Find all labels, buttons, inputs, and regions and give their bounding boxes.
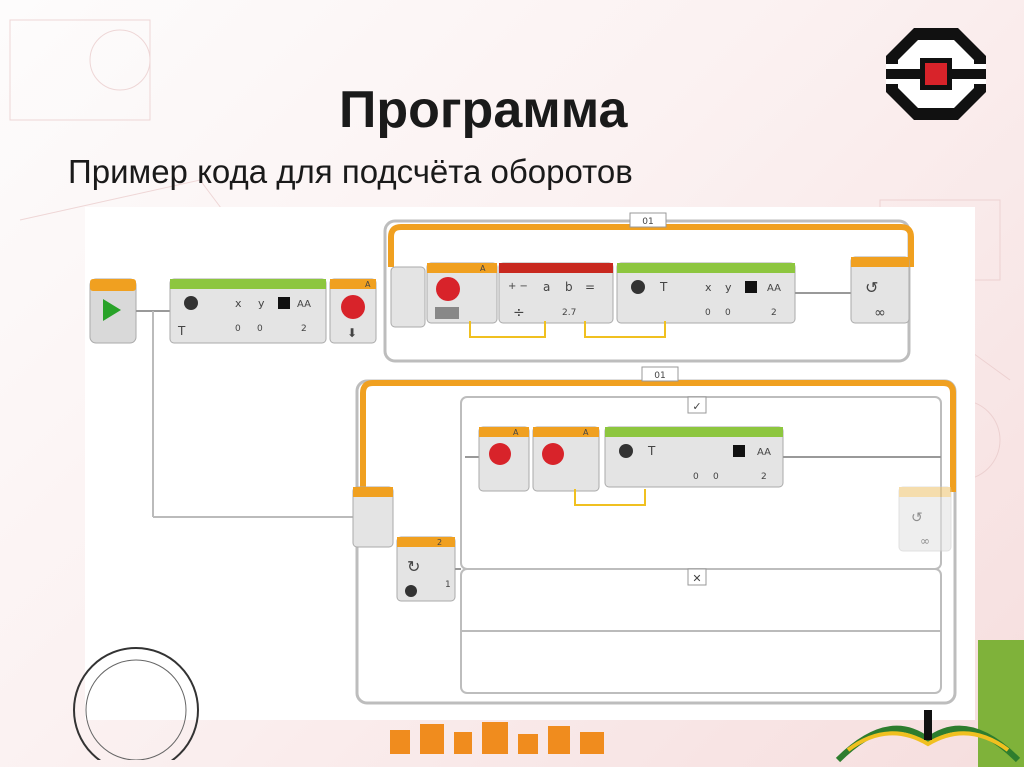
- display-1-mode: T: [177, 324, 186, 338]
- display-1-size-value: 2: [301, 324, 307, 334]
- motor-reset-block[interactable]: A ⬇: [329, 278, 377, 344]
- rotation-2-port: A: [583, 428, 589, 437]
- slide-subtitle: Пример кода для подсчёта оборотов: [68, 153, 633, 190]
- school-seal-icon: [73, 647, 199, 760]
- svg-text:↺: ↺: [911, 510, 923, 526]
- bottom-loop-label: 01: [654, 371, 665, 381]
- display-block-1[interactable]: T x y AA 0 0 2: [169, 278, 327, 344]
- svg-text:÷: ÷: [513, 305, 525, 321]
- display-block-3[interactable]: T AA 0 0 2: [604, 426, 784, 488]
- display-2-mode: T: [659, 280, 668, 294]
- display-1-y-value: 0: [257, 324, 263, 334]
- display-3-font: AA: [757, 447, 771, 458]
- motor-reset-block-2[interactable]: A: [478, 426, 530, 492]
- top-loop-end[interactable]: ↺ ∞: [850, 256, 910, 324]
- display-1-x-value: 0: [235, 324, 241, 334]
- ev3-program-diagram: 01 T x y AA 0 0 2 A: [85, 207, 975, 720]
- rotation-port: A: [480, 264, 486, 273]
- top-loop-label: 01: [642, 217, 653, 227]
- false-case-icon: ✕: [692, 572, 701, 585]
- math-a: a: [543, 280, 550, 294]
- bottom-loop-end[interactable]: ↺ ∞: [898, 486, 952, 552]
- svg-text:↻: ↻: [407, 557, 420, 576]
- top-loop-infinite: ∞: [874, 305, 886, 321]
- play-icon: [103, 299, 121, 321]
- display-2-y: y: [725, 281, 732, 294]
- motor-rotation-block[interactable]: A: [426, 262, 498, 324]
- math-block[interactable]: + − a b = 2.7 ÷: [498, 262, 614, 324]
- math-b: b: [565, 280, 573, 294]
- slide-title: Программа: [339, 80, 628, 139]
- display-2-y-value: 0: [725, 308, 731, 318]
- math-b-value: 2.7: [562, 308, 576, 318]
- reset-2-port: A: [513, 428, 519, 437]
- display-2-font: AA: [767, 283, 781, 294]
- svg-text:+ −: + −: [508, 281, 528, 292]
- footer-decoration: [390, 722, 604, 754]
- display-1-font: AA: [297, 299, 311, 310]
- display-2-size-value: 2: [771, 308, 777, 318]
- switch-case-false[interactable]: ✕: [460, 568, 942, 694]
- robot-logo-icon: [886, 28, 986, 120]
- display-1-y: y: [258, 297, 265, 310]
- book-icon: [835, 640, 1024, 767]
- switch-port: 2: [437, 538, 442, 547]
- display-3-mode: T: [647, 444, 656, 458]
- reset-port: A: [365, 280, 371, 289]
- display-3-y-value: 0: [713, 472, 719, 482]
- display-3-size-value: 2: [761, 472, 767, 482]
- display-block-2[interactable]: T x y AA 0 0 2: [616, 262, 796, 324]
- motor-icon: [341, 295, 365, 319]
- display-2-x-value: 0: [705, 308, 711, 318]
- motor-rotation-icon: [436, 277, 460, 301]
- switch-value: 1: [445, 580, 451, 590]
- motor-rotation-block-2[interactable]: A: [532, 426, 600, 492]
- display-1-x: x: [235, 297, 242, 310]
- svg-text:=: =: [585, 280, 595, 294]
- switch-block[interactable]: 2 ↻ 1: [396, 536, 456, 602]
- display-2-x: x: [705, 281, 712, 294]
- bottom-loop-infinite: ∞: [920, 534, 930, 548]
- svg-text:↺: ↺: [865, 278, 878, 297]
- true-case-icon: ✓: [692, 400, 701, 413]
- svg-text:⬇: ⬇: [347, 326, 357, 340]
- display-3-x-value: 0: [693, 472, 699, 482]
- start-block[interactable]: [89, 278, 137, 344]
